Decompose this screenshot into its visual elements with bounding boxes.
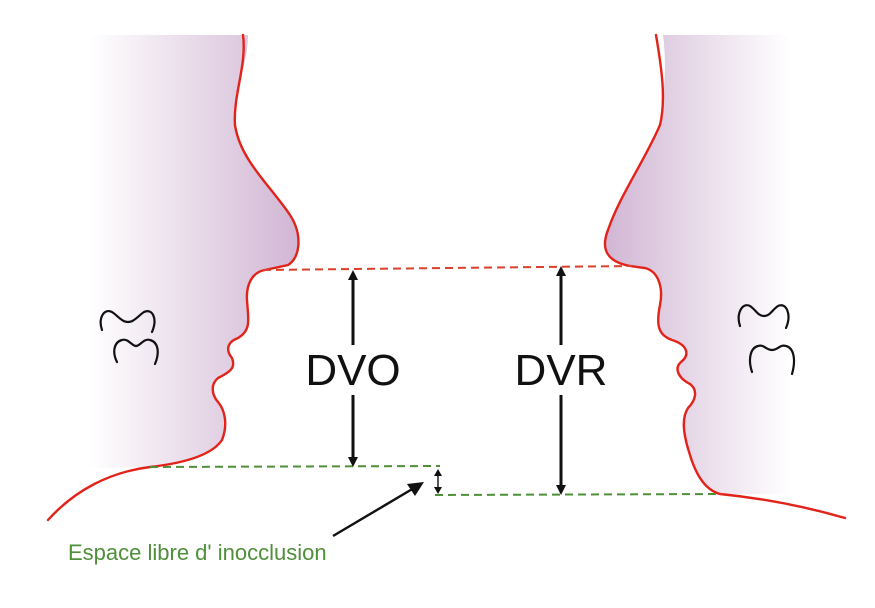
- right-face-outline: [603, 33, 847, 520]
- teeth-closed-icon: [737, 304, 796, 376]
- left-face-outline: [46, 33, 300, 522]
- teeth-open-icon: [99, 310, 159, 366]
- left-face-profile: [46, 33, 300, 522]
- free-space-pointer-arrow: [332, 482, 424, 538]
- left-face-shading: [90, 35, 299, 468]
- right-face-profile: [603, 33, 847, 520]
- nose-reference-line: [262, 265, 633, 271]
- dvr-label: DVR: [515, 346, 608, 395]
- free-space-label: Espace libre d' inocclusion: [68, 540, 327, 565]
- right-face-shading: [604, 35, 790, 494]
- dvo-label: DVO: [305, 346, 400, 395]
- chin-reference-line-dvo: [149, 465, 441, 468]
- chin-reference-line-dvr: [434, 493, 723, 496]
- free-space-arrow: [434, 469, 442, 494]
